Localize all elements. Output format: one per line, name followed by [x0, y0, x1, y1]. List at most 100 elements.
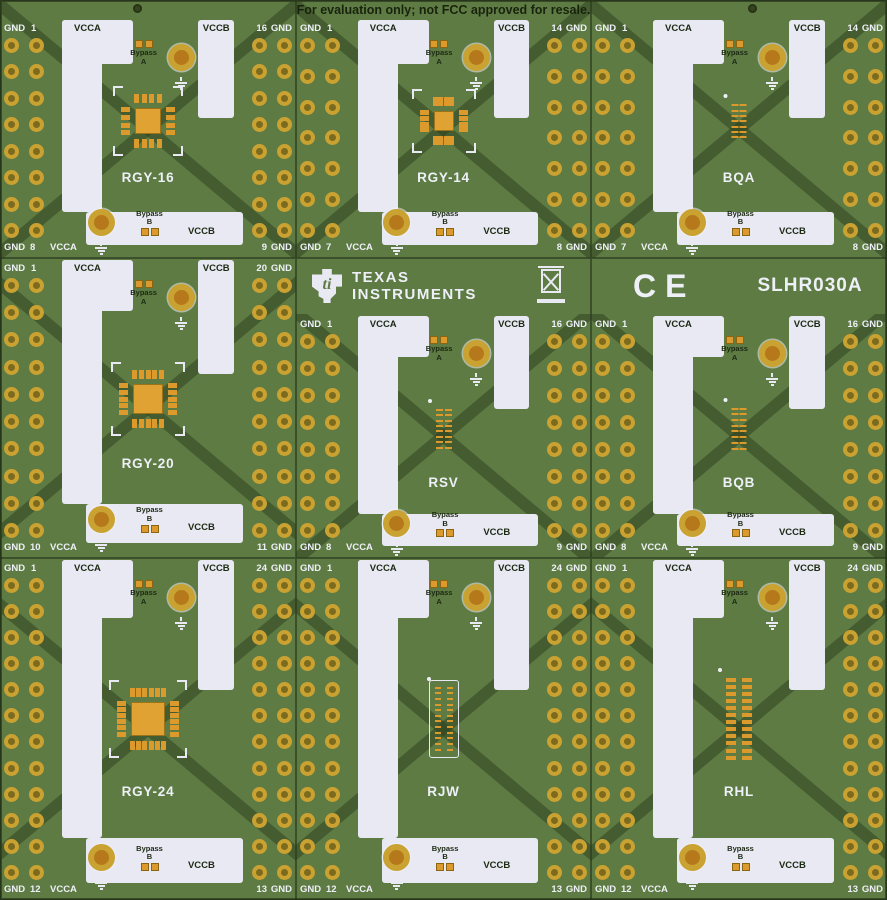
pin-hole	[252, 414, 267, 430]
bypass-cap-b: Bypass B	[136, 506, 163, 533]
bypass-word: Bypass	[721, 48, 748, 57]
pin-row	[300, 496, 340, 511]
bypass-letter: A	[731, 596, 738, 606]
pin-row	[4, 332, 44, 348]
ic-pad-column	[739, 407, 747, 450]
bypass-a-label: Bypass A	[721, 588, 748, 606]
capacitor-pads	[430, 336, 449, 344]
pin-hole	[843, 469, 858, 484]
pin-row	[4, 708, 44, 724]
pin-row	[4, 386, 44, 402]
ic-pad	[739, 424, 747, 427]
test-point-vccb	[678, 843, 706, 890]
pin-hole	[300, 708, 315, 724]
pin-hole	[29, 359, 44, 375]
pin-hole	[572, 656, 587, 672]
label-vccb-top: VCCB	[793, 319, 821, 330]
pin-row	[300, 415, 340, 430]
ic-pad	[726, 755, 736, 760]
pin1-dot	[427, 398, 432, 403]
pin-hole	[572, 523, 587, 538]
pin-hole	[868, 734, 883, 750]
capacitor-pads	[436, 228, 455, 237]
label-vccb-bottom: VCCB	[483, 526, 511, 538]
bypass-cap-b: Bypass B	[136, 209, 163, 237]
pin-hole	[300, 130, 315, 146]
pin-hole	[868, 415, 883, 430]
label-vccb-top: VCCB	[498, 319, 525, 330]
pin-hole	[29, 656, 44, 672]
ic-pad	[145, 419, 151, 428]
ic-pad-row	[419, 110, 429, 133]
test-point-vcca	[462, 340, 490, 386]
bypass-b-label: Bypass B	[136, 844, 163, 862]
bypass-a-label: Bypass A	[130, 48, 157, 66]
label-gnd-bottom-right: GND	[270, 241, 292, 253]
pin-hole	[868, 708, 883, 724]
ic-pad-row	[130, 687, 166, 697]
pin-row	[843, 630, 883, 646]
pin-hole	[572, 442, 587, 457]
pin-hole	[595, 161, 610, 177]
label-pin-bottom-right: 9	[852, 541, 858, 553]
pin-hole	[4, 332, 19, 348]
pin-row	[4, 734, 44, 750]
label-vccb-top: VCCB	[793, 563, 821, 574]
pin-row	[300, 442, 340, 457]
pin-hole	[4, 812, 19, 828]
capacitor-pads	[731, 862, 750, 871]
label-pin-bottom-right: 13	[256, 883, 267, 895]
pin-row	[300, 604, 340, 620]
pin-hole	[868, 786, 883, 802]
pin-row	[547, 99, 587, 115]
ground-symbol	[95, 242, 108, 256]
pin-row	[595, 192, 635, 208]
ic-pad	[444, 424, 452, 427]
pin-hole	[252, 522, 267, 538]
pin-row	[595, 334, 635, 349]
vccb-silkscreen-column	[789, 560, 825, 690]
board-cell: ti TEXAS INSTRUMENTS GND 1 VCCA VCCB	[296, 258, 591, 558]
pin-hole	[29, 864, 44, 880]
pin-row	[843, 838, 883, 854]
pin-hole	[572, 469, 587, 484]
pin-hole	[29, 196, 44, 212]
pin-hole	[252, 578, 267, 593]
ic-pad	[731, 419, 739, 422]
capacitor-pads	[140, 862, 159, 871]
ic-pad	[170, 719, 179, 725]
pin-hole	[325, 786, 340, 802]
ic-pad	[132, 370, 137, 379]
vccb-silkscreen-column	[198, 560, 234, 690]
ic-pad	[742, 698, 752, 703]
pin-row	[252, 278, 292, 293]
test-point-vcca	[758, 340, 786, 386]
pin-hole	[325, 361, 340, 376]
mounting-hole	[748, 4, 757, 13]
pin-row	[595, 442, 635, 457]
pin-hole	[595, 578, 610, 593]
ic-pad	[117, 719, 126, 725]
pin-hole	[620, 161, 635, 177]
pin-row	[300, 708, 340, 724]
pin-hole	[4, 441, 19, 457]
pin-hole	[843, 523, 858, 538]
pin-row	[252, 222, 292, 238]
ic-pad	[739, 413, 747, 416]
pin-hole	[868, 469, 883, 484]
bypass-letter: B	[442, 852, 448, 862]
capacitor-pads	[725, 336, 744, 344]
ic-pad	[432, 97, 438, 107]
pin-hole	[595, 38, 610, 53]
pin-hole	[4, 170, 19, 186]
pin-hole	[868, 523, 883, 538]
label-gnd-bottom-left: GND	[595, 541, 617, 553]
label-gnd-bottom-right: GND	[861, 541, 883, 553]
pin-hole	[277, 222, 292, 238]
pin-hole	[277, 278, 292, 293]
ic-pad	[446, 737, 453, 740]
bypass-word: Bypass	[130, 48, 157, 57]
bypass-letter: A	[731, 352, 738, 362]
label-gnd-top-left: GND	[595, 23, 617, 34]
pin-hole	[4, 734, 19, 750]
